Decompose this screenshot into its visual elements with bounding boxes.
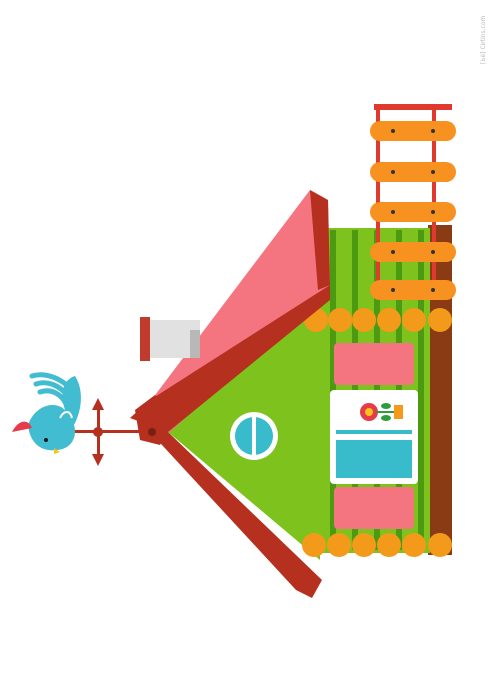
main-window	[330, 343, 418, 529]
chimney-icon	[140, 317, 200, 361]
rooster-weathervane-icon	[12, 372, 81, 454]
roof	[130, 190, 330, 598]
flower-icon	[360, 403, 403, 421]
ladder-icon	[370, 104, 456, 300]
log-ends-top	[304, 308, 452, 332]
weathervane	[60, 398, 140, 466]
watermark-text: [Ьё] Cirtins.com	[480, 15, 487, 64]
foundation-beam	[428, 225, 452, 555]
log-ends-bottom	[302, 533, 452, 557]
round-window	[230, 412, 278, 460]
